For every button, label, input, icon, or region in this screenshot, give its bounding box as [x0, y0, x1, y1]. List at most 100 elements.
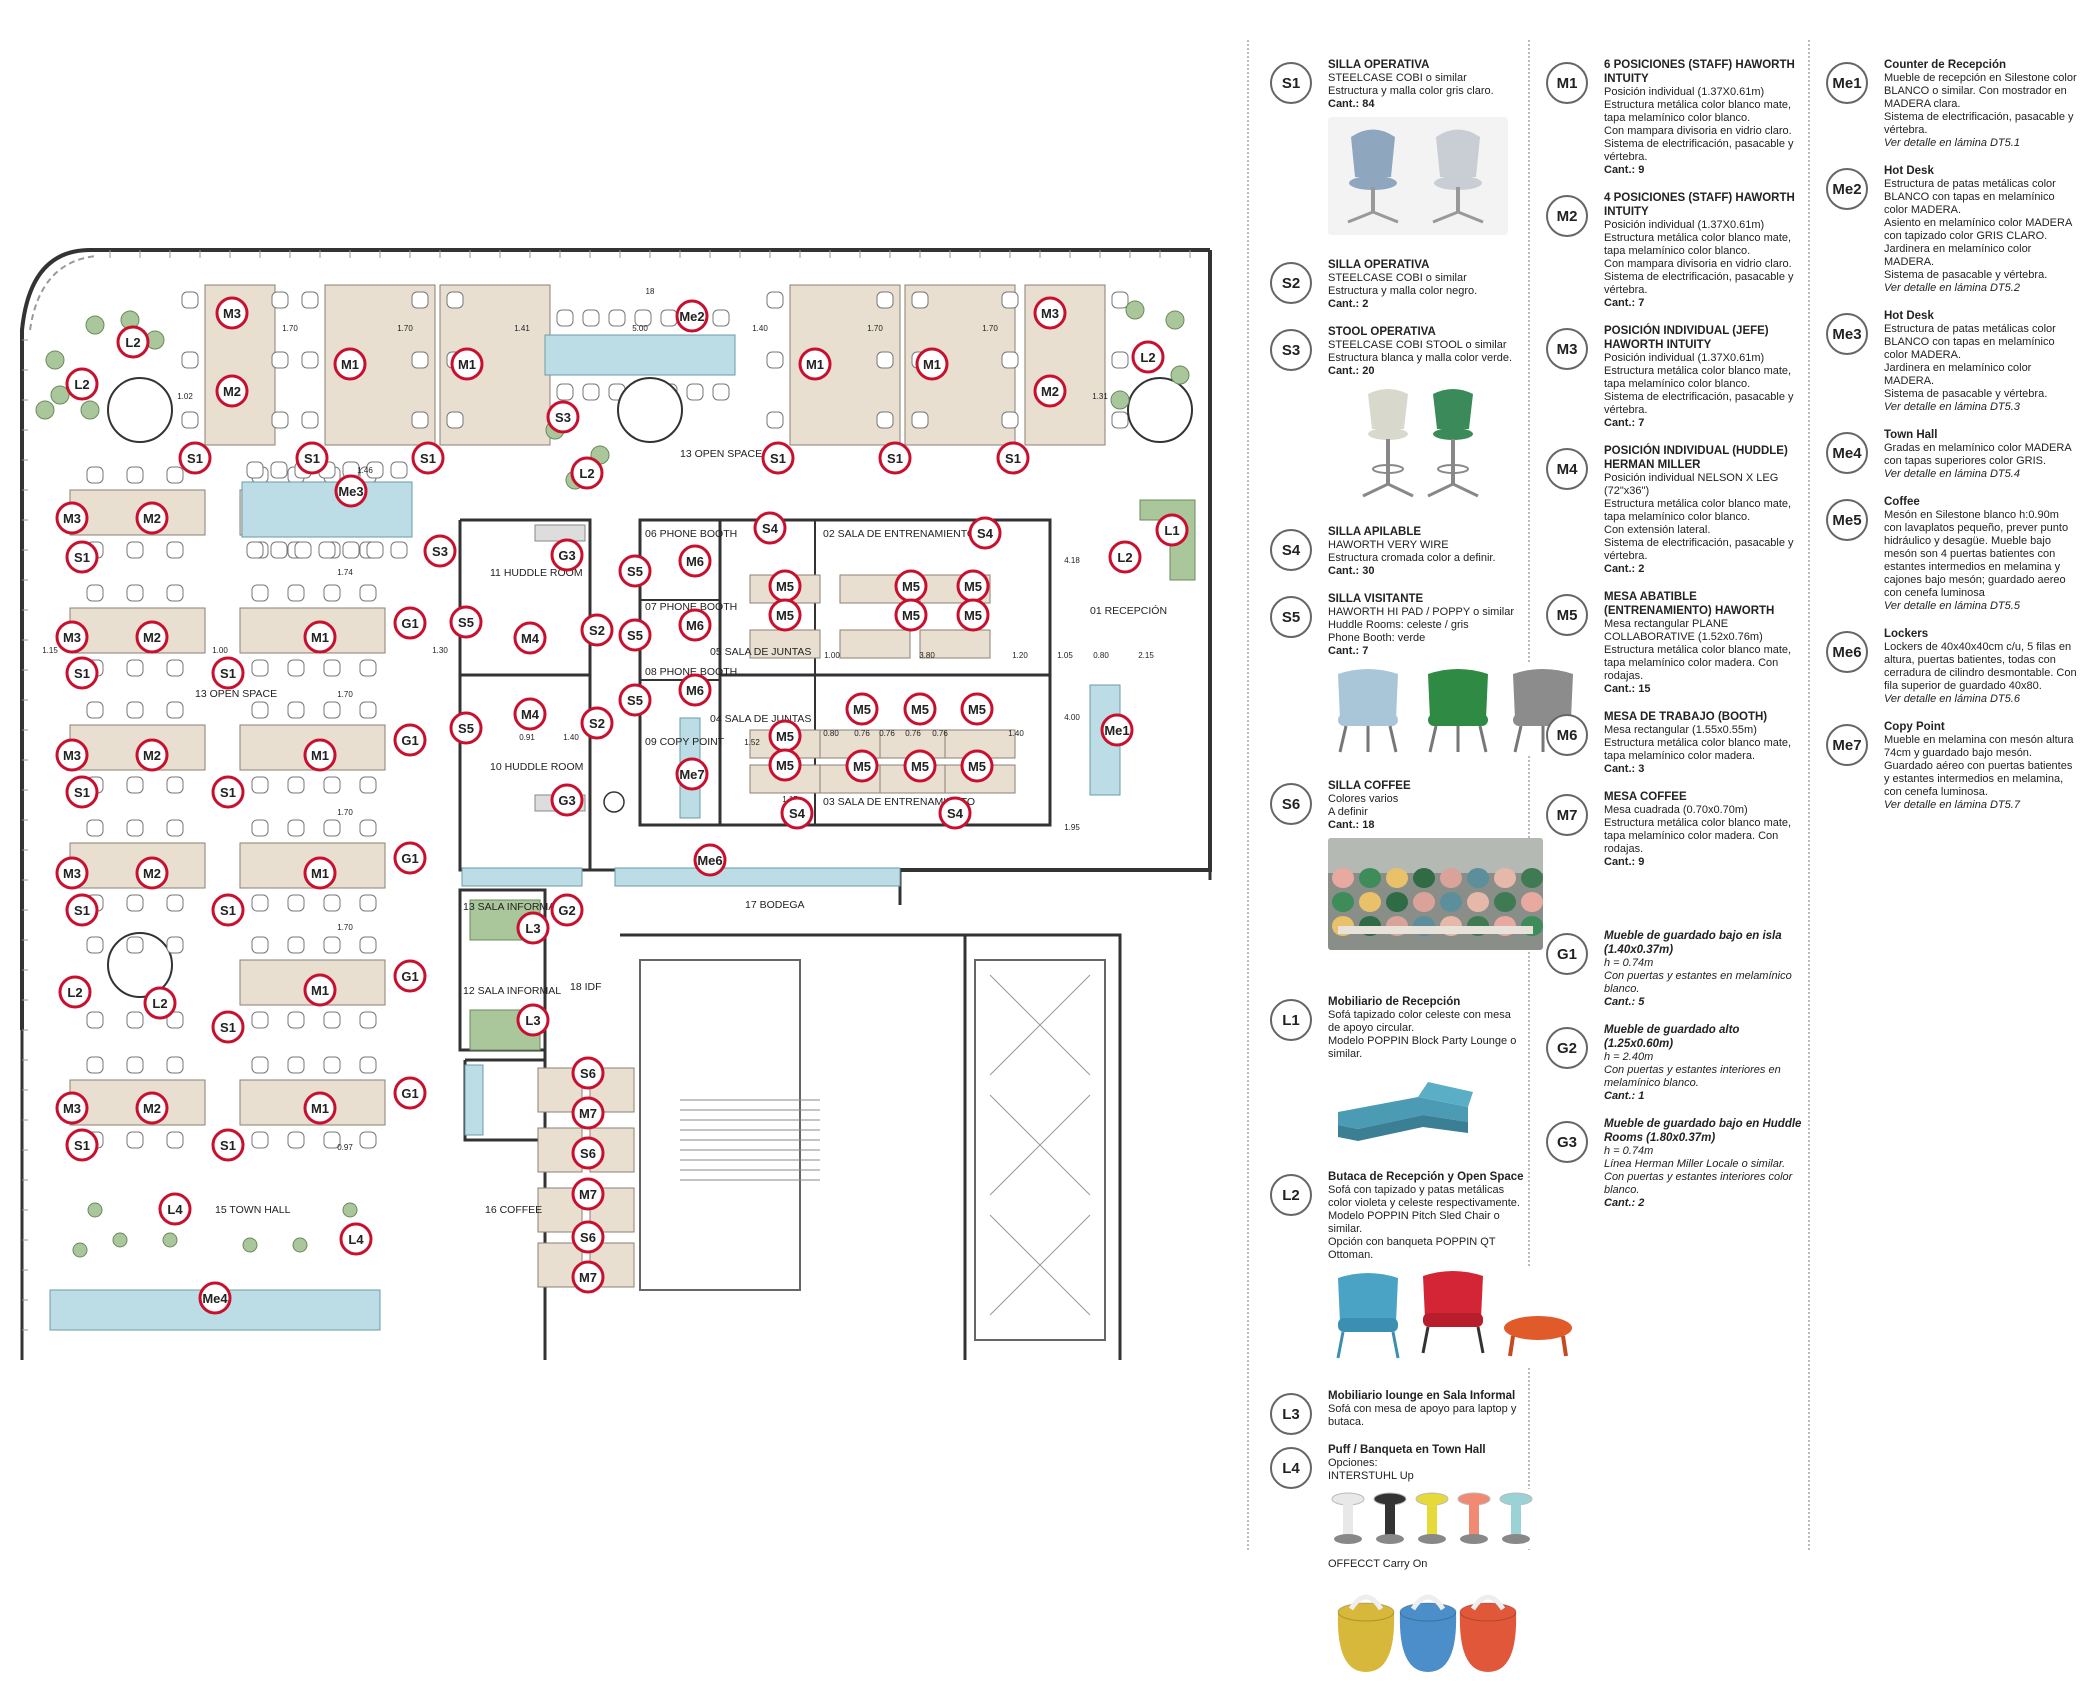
dimension-label: 3.80: [919, 651, 935, 660]
room-label-r09: 09 COPY POINT: [645, 736, 725, 748]
dimension-label: 1.00: [212, 646, 228, 655]
chair: [359, 701, 377, 719]
chair: [556, 309, 574, 327]
legend-item-detail-ref: Ver detalle en lámina DT5.1: [1884, 137, 2020, 149]
tag-l2: L2: [58, 975, 92, 1009]
svg-text:S2: S2: [589, 716, 605, 731]
chair: [359, 894, 377, 912]
svg-text:L2: L2: [579, 466, 594, 481]
svg-text:M2: M2: [143, 511, 161, 526]
chair: [1111, 291, 1129, 309]
tag-g1: G1: [393, 1076, 427, 1110]
svg-text:M5: M5: [853, 702, 871, 717]
svg-text:M5: M5: [776, 579, 794, 594]
tag-s1: S1: [211, 893, 245, 927]
tag-s6: S6: [571, 1136, 605, 1170]
legend-item-line: Con puertas y estantes en melamínico bla…: [1604, 970, 1792, 995]
legend-badge-s1: S1: [1270, 62, 1312, 104]
tag-s1: S1: [65, 893, 99, 927]
chair: [181, 351, 199, 369]
svg-text:M5: M5: [776, 729, 794, 744]
legend-badge-m7: M7: [1546, 794, 1588, 836]
legend-item-detail-ref: Ver detalle en lámina DT5.5: [1884, 600, 2020, 612]
svg-text:M5: M5: [968, 759, 986, 774]
svg-text:S1: S1: [1005, 451, 1021, 466]
wall: [458, 888, 547, 1052]
svg-text:M3: M3: [63, 866, 81, 881]
chair: [86, 936, 104, 954]
legend-badge-l4: L4: [1270, 1447, 1312, 1489]
chair: [876, 351, 894, 369]
chair: [126, 659, 144, 677]
legend-item-title: 6 POSICIONES (STAFF) HAWORTH INTUITY: [1604, 59, 1795, 85]
legend-item-title: POSICIÓN INDIVIDUAL (HUDDLE) HERMAN MILL…: [1604, 445, 1788, 471]
legend-item-line: Posición individual NELSON X LEG (72"x36…: [1604, 472, 1779, 497]
svg-text:M2: M2: [143, 630, 161, 645]
legend-item-title: Lockers: [1884, 628, 1929, 640]
tag-me1: Me1: [1100, 713, 1134, 747]
svg-text:M5: M5: [911, 702, 929, 717]
legend-item-title: POSICIÓN INDIVIDUAL (JEFE) HAWORTH INTUI…: [1604, 325, 1769, 351]
legend-item-line: STEELCASE COBI o similar: [1328, 272, 1467, 284]
tag-l2: L2: [143, 986, 177, 1020]
tag-s1: S1: [65, 775, 99, 809]
chair: [287, 1131, 305, 1149]
svg-text:S4: S4: [947, 806, 964, 821]
room-label-r06: 06 PHONE BOOTH: [645, 528, 737, 540]
lockers-me6: [614, 867, 901, 887]
room-label-r04: 04 SALA DE JUNTAS: [710, 713, 811, 725]
room-label-r12: 12 SALA INFORMAL: [463, 985, 561, 997]
legend-item-line: Con puertas y estantes interiores color …: [1604, 1171, 1793, 1196]
room-label-r13a: 13 OPEN SPACE: [680, 448, 762, 460]
chair: [294, 541, 312, 559]
tag-me2: Me2: [675, 299, 709, 333]
dimension-label: 1.70: [337, 690, 353, 699]
chair: [251, 894, 269, 912]
svg-text:Me2: Me2: [679, 309, 704, 324]
chair: [446, 411, 464, 429]
chair: [411, 291, 429, 309]
legend-item-line: Sistema de electrificación, pasacable y …: [1884, 111, 2074, 136]
chair: [712, 383, 730, 401]
svg-text:M3: M3: [63, 1101, 81, 1116]
tag-m3: M3: [55, 738, 89, 772]
chair: [86, 466, 104, 484]
svg-text:S4: S4: [977, 526, 994, 541]
section-marker: [603, 791, 625, 813]
legend-badge-me5: Me5: [1826, 499, 1868, 541]
legend-item-detail-ref: Ver detalle en lámina DT5.7: [1884, 799, 2020, 811]
legend-item-line: Asiento en melamínico color MADERA con t…: [1884, 217, 2072, 242]
chair: [181, 411, 199, 429]
svg-text:M2: M2: [143, 1101, 161, 1116]
legend-item-line: h = 0.74m: [1604, 957, 1654, 969]
legend-item-title: MESA DE TRABAJO (BOOTH): [1604, 711, 1768, 723]
legend-item-line: Sistema de electrificación, pasacable y …: [1604, 391, 1794, 416]
room-label-r13s: 13 SALA INFORMAL: [463, 901, 561, 913]
chair: [251, 584, 269, 602]
legend-badge-l1: L1: [1270, 999, 1312, 1041]
room-label-r02: 02 SALA DE ENTRENAMIENTO: [823, 528, 975, 540]
tag-me4: Me4: [198, 1281, 232, 1315]
elevator-cross: [989, 974, 1091, 1076]
legend-item-title: Mobiliario de Recepción: [1328, 996, 1461, 1008]
chair: [287, 936, 305, 954]
svg-text:G3: G3: [558, 548, 575, 563]
svg-text:Me6: Me6: [697, 853, 722, 868]
legend-item-line: Opciones:: [1328, 1457, 1378, 1469]
plant-seat: [342, 1202, 358, 1218]
tag-m2: M2: [135, 501, 169, 535]
legend-item-line: Con puertas y estantes interiores en mel…: [1604, 1064, 1781, 1089]
plant-seat: [112, 1232, 128, 1248]
tag-s6: S6: [571, 1220, 605, 1254]
tag-l2: L2: [1108, 540, 1142, 574]
chair: [366, 461, 384, 479]
dimension-label: 1.70: [867, 324, 883, 333]
stools-cobi-photo: [1328, 384, 1508, 502]
tag-s1: S1: [996, 441, 1030, 475]
svg-text:M1: M1: [923, 357, 941, 372]
dimension-label: 1.40: [1008, 729, 1024, 738]
legend-item-quantity: Cant.: 20: [1328, 365, 1375, 377]
tag-g1: G1: [393, 841, 427, 875]
chair: [766, 291, 784, 309]
